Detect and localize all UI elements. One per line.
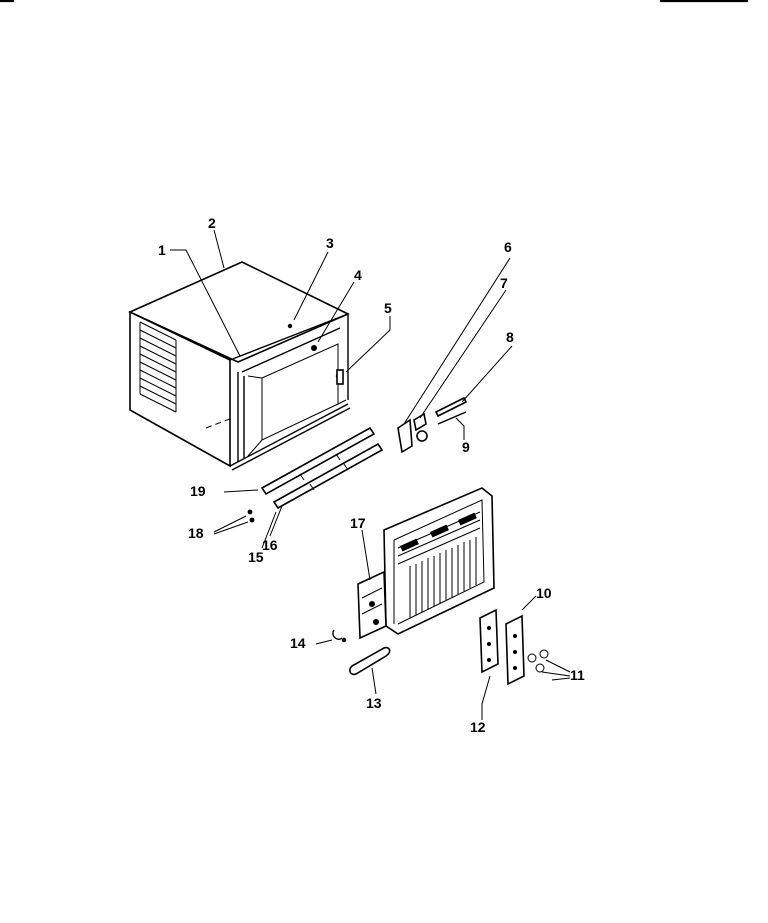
callout-6: 6 [504, 239, 512, 255]
side-curtain-12 [479, 608, 499, 674]
callout-labels: 1 2 3 4 5 6 7 8 9 10 11 12 13 14 15 16 1… [158, 215, 585, 735]
callout-7: 7 [500, 275, 508, 291]
grille-bars [409, 537, 477, 618]
callout-8: 8 [506, 329, 514, 345]
fasteners-part-11 [527, 649, 549, 673]
insulation-strip [434, 396, 468, 425]
side-louvers [139, 321, 177, 413]
leader-lines [170, 229, 571, 720]
callout-19: 19 [190, 483, 206, 499]
side-rails [260, 426, 384, 510]
callout-3: 3 [326, 235, 334, 251]
callout-1: 1 [158, 242, 166, 258]
clip-part-14 [332, 629, 347, 643]
callout-10: 10 [536, 585, 552, 601]
callout-17: 17 [350, 515, 366, 531]
mounting-bracket [397, 412, 428, 454]
handle-part-13 [349, 646, 391, 676]
cabinet-shell [128, 261, 351, 471]
callout-16: 16 [262, 537, 278, 553]
screws-part-18 [247, 509, 255, 523]
callout-5: 5 [384, 300, 392, 316]
callout-18: 18 [188, 525, 204, 541]
callout-12: 12 [470, 719, 486, 735]
callout-11: 11 [570, 667, 585, 683]
callout-13: 13 [366, 695, 382, 711]
callout-4: 4 [354, 267, 362, 283]
callout-9: 9 [462, 439, 470, 455]
side-curtain-10 [505, 614, 525, 686]
front-grille [383, 487, 495, 635]
control-panel [357, 570, 387, 640]
callout-15: 15 [248, 549, 264, 565]
callout-14: 14 [290, 635, 306, 651]
callout-2: 2 [208, 215, 216, 231]
